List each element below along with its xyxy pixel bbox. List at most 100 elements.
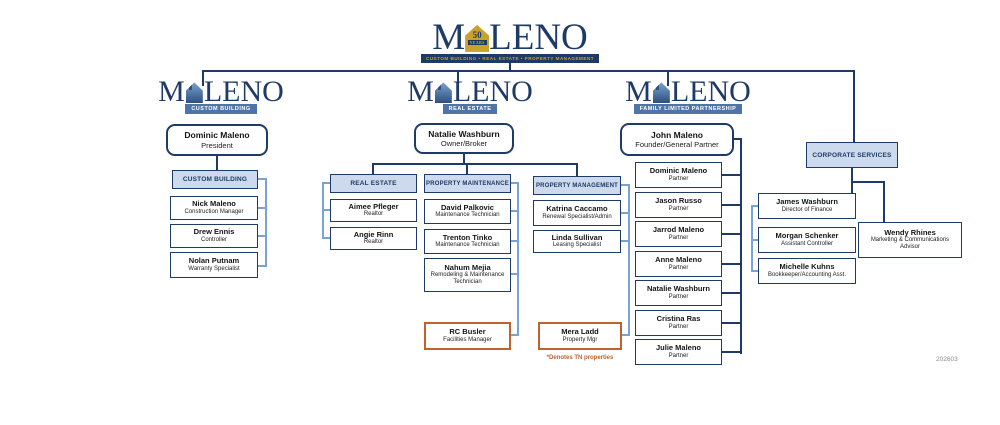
house-50-years-icon: 50 YEARS [465, 24, 490, 52]
connector [621, 240, 628, 242]
staff-name: Trenton Tinko [442, 232, 493, 242]
partnership-wordmark: M LENO [625, 75, 751, 108]
leader-title: President [201, 140, 233, 150]
leader-title: Owner/Broker [440, 139, 488, 149]
connector [722, 174, 740, 176]
staff-title: Realtor [363, 211, 384, 218]
custom-building-logo: M LENO CUSTOM BUILDING [156, 75, 286, 115]
partner-box-jason-russo: Jason Russo Partner [635, 192, 722, 218]
dept-header-property-maintenance: PROPERTY MAINTENANCE [424, 174, 511, 193]
partner-name: Dominic Maleno [649, 166, 708, 176]
staff-title: Warranty Specialist [188, 265, 240, 272]
partnership-logo: M LENO FAMILY LIMITED PARTNERSHIP [612, 75, 764, 115]
leader-name: Dominic Maleno [184, 130, 250, 141]
connector [511, 182, 519, 184]
connector [628, 184, 630, 336]
partner-title: Partner [668, 205, 689, 212]
connector [722, 292, 740, 294]
staff-title: Leasing Specialist [552, 242, 602, 249]
connector [621, 212, 628, 214]
staff-name: Aimee Pfleger [348, 201, 399, 211]
connector [722, 351, 740, 353]
contractor-box-rc-busler: RC Busler Facilities Manager [424, 322, 511, 350]
staff-name: Drew Ennis [193, 227, 235, 237]
chimney-icon [655, 83, 659, 91]
connector [751, 205, 758, 207]
wordmark-letter: M [625, 75, 652, 108]
partner-title: Partner [668, 323, 689, 330]
connector [322, 182, 330, 184]
connector [457, 70, 459, 86]
staff-title: Remodeling & Maintenance Technician [430, 272, 505, 286]
connector [322, 237, 330, 239]
chimney-icon [188, 83, 192, 91]
staff-box-morgan-schenker: Morgan Schenker Assistant Controller [758, 227, 856, 253]
advisor-name: Wendy Rhines [884, 227, 936, 237]
leader-name: Natalie Washburn [428, 128, 500, 139]
connector [258, 178, 267, 180]
connector [722, 263, 740, 265]
tn-properties-note: *Denotes TN properties [546, 355, 614, 361]
connector [258, 235, 267, 237]
real-estate-wordmark: M LENO [407, 75, 533, 108]
staff-name: Nolan Putnam [188, 256, 240, 266]
connector [517, 182, 519, 336]
staff-name: Nick Maleno [192, 199, 236, 209]
staff-title: Realtor [363, 239, 384, 246]
partner-name: Julie Maleno [655, 343, 701, 353]
wordmark-letter: M [407, 75, 434, 108]
connector [202, 70, 204, 86]
dept-header-real-estate: REAL ESTATE [330, 174, 417, 193]
partner-title: Partner [668, 293, 689, 300]
connector [372, 163, 578, 165]
wordmark-letters: LENO [203, 75, 284, 108]
advisor-title: Marketing & Communications Advisor [870, 237, 950, 251]
leader-box-dominic-maleno: Dominic Maleno President [166, 124, 268, 156]
connector [667, 70, 669, 86]
staff-box-drew-ennis: Drew Ennis Controller [170, 224, 258, 248]
staff-box-angie-rinn: Angie Rinn Realtor [330, 227, 417, 250]
staff-name: Morgan Schenker [775, 231, 839, 241]
partner-box-anne-maleno: Anne Maleno Partner [635, 251, 722, 277]
partner-box-jarrod-maleno: Jarrod Maleno Partner [635, 221, 722, 247]
custom-building-wordmark: M LENO [158, 75, 284, 108]
partner-box-dominic-maleno: Dominic Maleno Partner [635, 162, 722, 188]
connector [372, 163, 374, 174]
connector [722, 233, 740, 235]
wordmark-letters: LENO [489, 17, 588, 58]
wordmark-letters: LENO [452, 75, 533, 108]
staff-box-linda-sullivan: Linda Sullivan Leasing Specialist [533, 230, 621, 253]
house-icon [652, 82, 670, 104]
connector [202, 70, 855, 72]
partner-box-natalie-washburn: Natalie Washburn Partner [635, 280, 722, 306]
connector [621, 184, 630, 186]
dept-header-property-management: PROPERTY MANAGEMENT [533, 176, 621, 195]
connector [853, 70, 855, 143]
connector [322, 209, 330, 211]
house-icon [434, 82, 452, 104]
connector [734, 138, 742, 140]
wordmark-letters: LENO [670, 75, 751, 108]
wordmark-letter: M [432, 17, 466, 58]
connector [722, 322, 740, 324]
partner-title: Partner [668, 352, 689, 359]
staff-box-wendy-rhines: Wendy Rhines Marketing & Communications … [858, 222, 962, 258]
staff-box-michelle-kuhns: Michelle Kuhns Bookkeeper/Accounting Ass… [758, 258, 856, 284]
real-estate-banner: REAL ESTATE [442, 104, 498, 115]
staff-title: Construction Manager [184, 208, 244, 215]
connector [511, 240, 517, 242]
staff-title: Renewal Specialist/Admin [542, 213, 612, 220]
connector [722, 204, 740, 206]
connector [751, 205, 753, 272]
connector [258, 265, 267, 267]
contractor-name: RC Busler [449, 327, 486, 337]
staff-title: Director of Finance [781, 206, 833, 213]
staff-name: Katrina Caccamo [546, 204, 608, 214]
staff-box-david-palkovic: David Palkovic Maintenance Technician [424, 199, 511, 224]
connector [258, 207, 267, 209]
connector [622, 334, 630, 336]
leader-name: John Maleno [651, 129, 703, 140]
custom-building-banner: CUSTOM BUILDING [185, 104, 257, 115]
connector [509, 61, 511, 70]
